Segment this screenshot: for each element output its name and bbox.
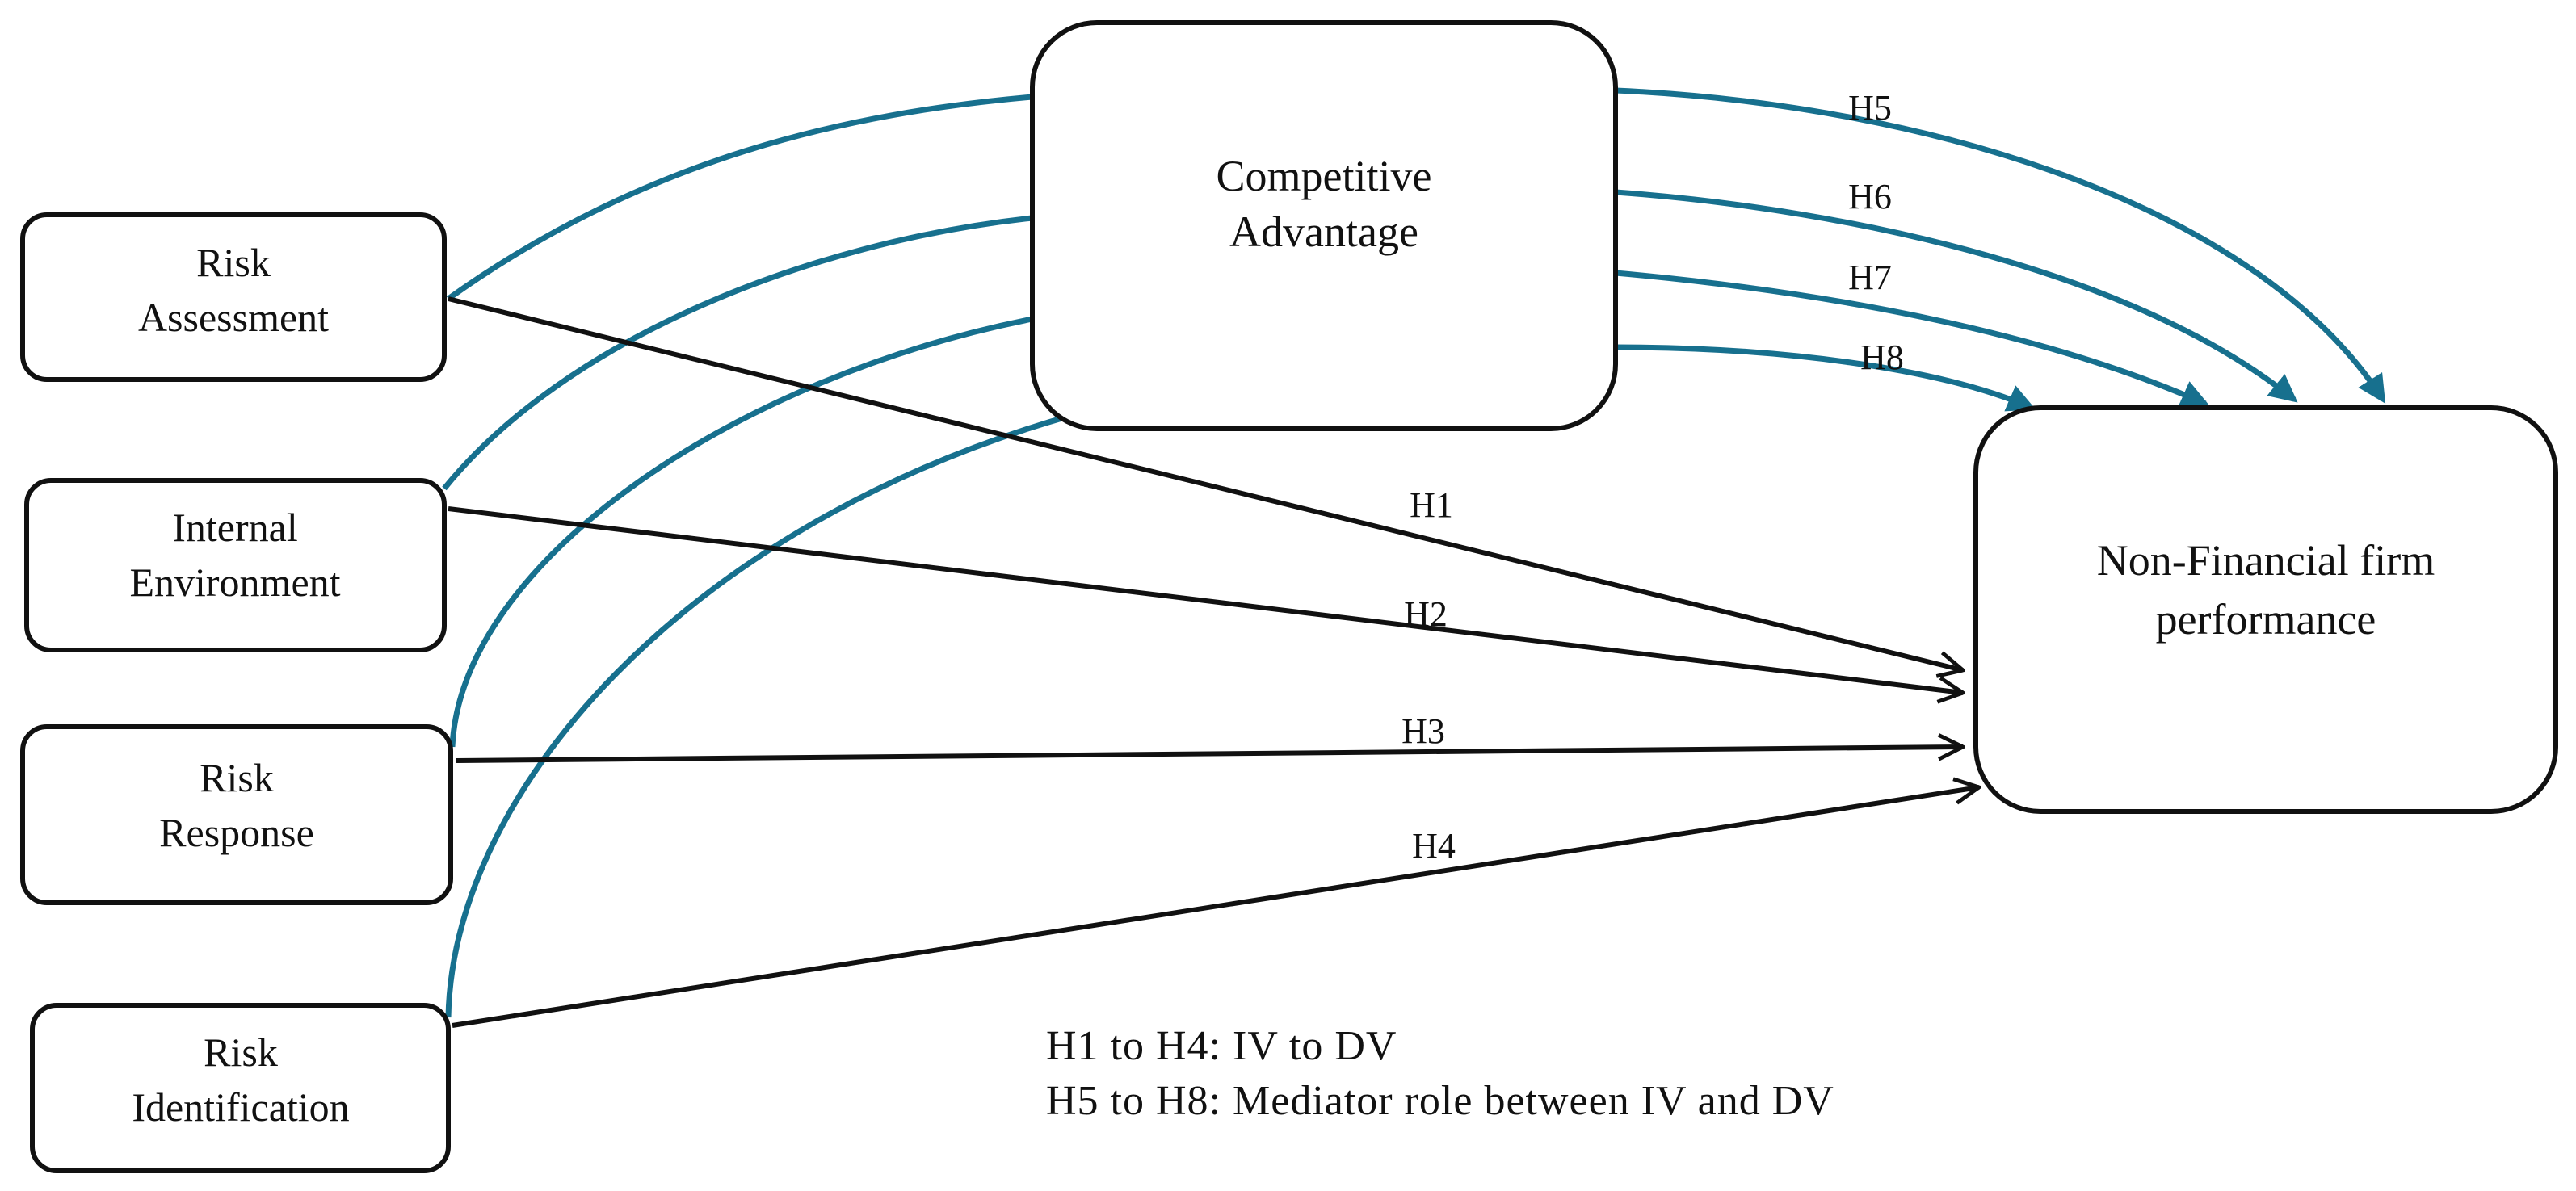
edge-label-h8: H8 <box>1860 338 1904 377</box>
edge-h1 <box>448 296 1963 670</box>
edge-label-h4: H4 <box>1412 826 1456 866</box>
node-risk-identification-line2: Identification <box>132 1084 349 1130</box>
edge-internal-environment-to-competitive-advantage <box>442 215 1033 491</box>
edge-h4 <box>452 787 1979 1028</box>
node-risk-identification-line1: Risk <box>204 1030 278 1075</box>
edge-label-h6: H6 <box>1848 177 1892 216</box>
node-competitive-advantage-line2: Advantage <box>1229 208 1418 256</box>
node-risk-assessment-line1: Risk <box>196 240 271 285</box>
legend-line-1: H1 to H4: IV to DV <box>1046 1023 1397 1069</box>
node-competitive-advantage: Competitive Advantage <box>1030 20 1618 431</box>
node-internal-environment-line2: Environment <box>129 560 340 605</box>
node-risk-response-line2: Response <box>159 810 314 855</box>
edge-h2 <box>448 506 1963 693</box>
edge-risk-identification-to-competitive-advantage <box>445 413 1071 1018</box>
node-risk-assessment-line2: Assessment <box>138 295 329 340</box>
edge-label-h5: H5 <box>1848 88 1892 128</box>
node-risk-assessment: Risk Assessment <box>20 212 447 382</box>
node-non-financial-performance: Non-Financial firm performance <box>1973 405 2558 814</box>
node-risk-response: Risk Response <box>20 724 453 905</box>
edge-risk-assessment-to-competitive-advantage <box>446 94 1033 301</box>
node-competitive-advantage-line1: Competitive <box>1217 152 1432 200</box>
legend-line-2: H5 to H8: Mediator role between IV and D… <box>1046 1078 1834 1124</box>
node-internal-environment: Internal Environment <box>24 478 447 652</box>
node-internal-environment-line1: Internal <box>172 505 297 550</box>
edge-risk-response-to-competitive-advantage <box>449 316 1033 748</box>
node-non-financial-performance-line2: performance <box>2156 595 2376 644</box>
edge-h8 <box>1615 344 2036 412</box>
edge-label-h1: H1 <box>1410 485 1453 525</box>
edge-label-h7: H7 <box>1848 258 1892 297</box>
edge-h5 <box>1615 87 2386 404</box>
node-risk-response-line1: Risk <box>200 755 274 800</box>
edge-label-h3: H3 <box>1401 711 1445 751</box>
node-risk-identification: Risk Identification <box>30 1003 451 1173</box>
edge-label-h2: H2 <box>1404 594 1448 634</box>
edge-h6 <box>1615 189 2298 403</box>
edge-h7 <box>1615 270 2210 408</box>
edge-h3 <box>456 747 1963 763</box>
node-non-financial-performance-line1: Non-Financial firm <box>2097 536 2435 585</box>
